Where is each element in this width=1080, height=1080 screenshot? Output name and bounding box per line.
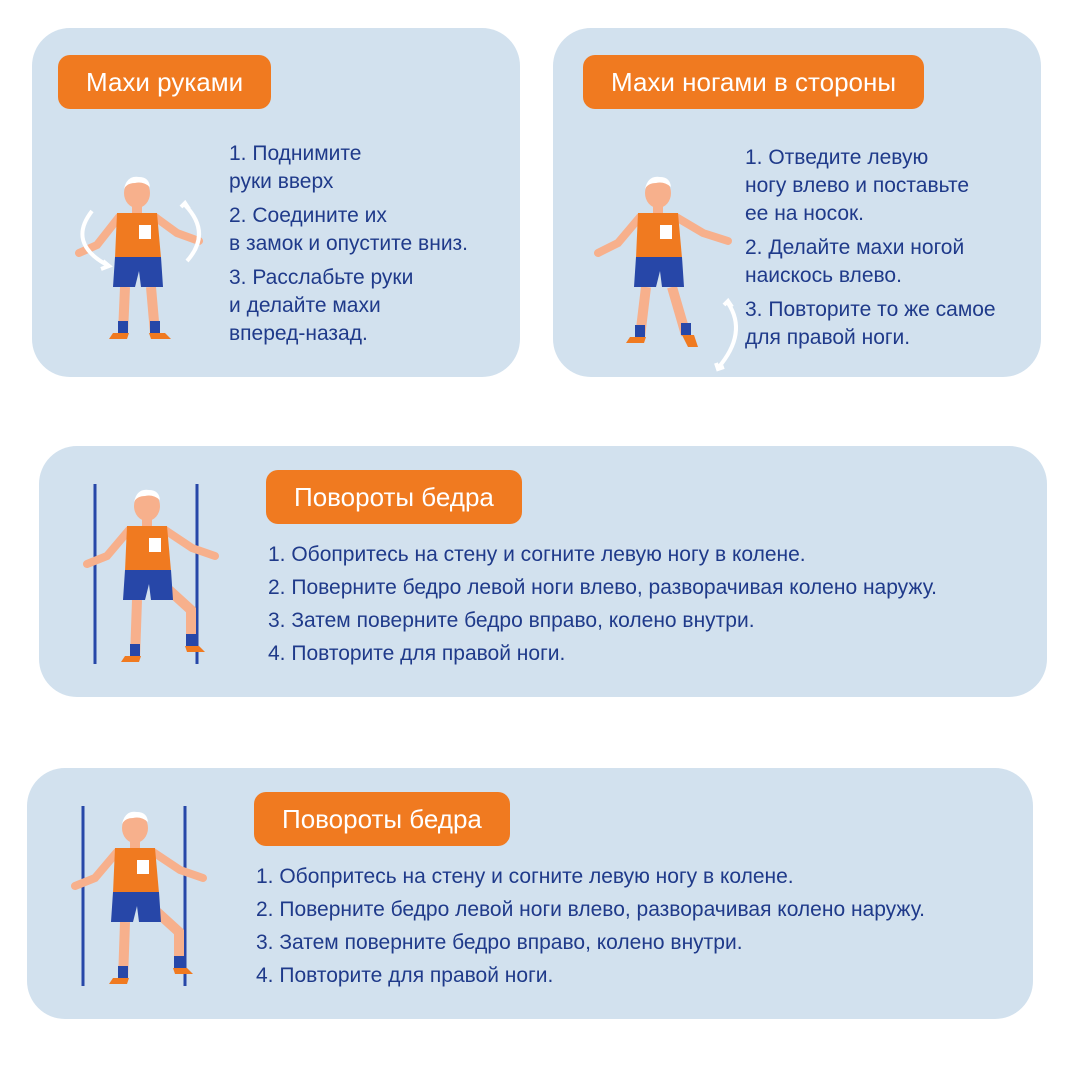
- man-leg-swings-illustration: [594, 176, 738, 372]
- step-text: 1. Поднимите: [229, 142, 362, 165]
- man-hip-rotation-illustration: [83, 484, 219, 664]
- step-text: 3. Затем поверните бедро вправо, колено …: [268, 609, 755, 632]
- step-text: 3. Расслабьте руки: [229, 266, 414, 289]
- step-text: ее на носок.: [745, 202, 865, 225]
- step-text: 3. Затем поверните бедро вправо, колено …: [256, 931, 743, 954]
- card-title: Махи руками: [58, 55, 272, 109]
- exercise-card-arm-swings: Махи руками 1. Поднимите руки вверх 2. С…: [32, 28, 520, 377]
- man-arm-swings-illustration: [75, 176, 203, 339]
- card-title: Повороты бедра: [266, 470, 522, 524]
- step-text: 2. Поверните бедро левой ноги влево, раз…: [268, 576, 937, 599]
- step-text: 2. Поверните бедро левой ноги влево, раз…: [256, 898, 925, 921]
- step-text: 1. Отведите левую: [745, 146, 929, 169]
- step-text: для правой ноги.: [745, 326, 911, 349]
- step-text: 3. Повторите то же самое: [745, 298, 996, 321]
- step-text: наискось влево.: [745, 264, 902, 287]
- step-text: 4. Повторите для правой ноги.: [268, 642, 566, 665]
- step-text: 2. Соедините их: [229, 204, 387, 227]
- steps-list: 1. Поднимите руки вверх 2. Соедините их …: [229, 140, 509, 348]
- step-text: 2. Делайте махи ногой: [745, 236, 965, 259]
- step-text: 1. Обопритесь на стену и согните левую н…: [256, 865, 794, 888]
- step-text: ногу влево и поставьте: [745, 174, 970, 197]
- exercise-card-leg-swings: Махи ногами в стороны 1. Отведите левую …: [553, 28, 1041, 377]
- step-text: руки вверх: [229, 170, 334, 193]
- steps-list: 1. Отведите левую ногу влево и поставьте…: [745, 144, 1035, 352]
- exercise-card-hip-rotation-repeat: Повороты бедра 1. Обопритесь на стену и …: [27, 768, 1033, 1019]
- step-text: и делайте махи: [229, 294, 381, 317]
- exercise-card-hip-rotation: Повороты бедра 1. Обопритесь на стену и …: [39, 446, 1047, 697]
- step-text: вперед-назад.: [229, 322, 368, 345]
- steps-list: 1. Обопритесь на стену и согните левую н…: [256, 863, 1016, 995]
- steps-list: 1. Обопритесь на стену и согните левую н…: [268, 541, 1028, 673]
- step-text: в замок и опустите вниз.: [229, 232, 469, 255]
- card-title: Повороты бедра: [254, 792, 510, 846]
- card-title: Махи ногами в стороны: [583, 55, 925, 109]
- step-text: 1. Обопритесь на стену и согните левую н…: [268, 543, 806, 566]
- man-hip-rotation-illustration: [71, 806, 207, 986]
- step-text: 4. Повторите для правой ноги.: [256, 964, 554, 987]
